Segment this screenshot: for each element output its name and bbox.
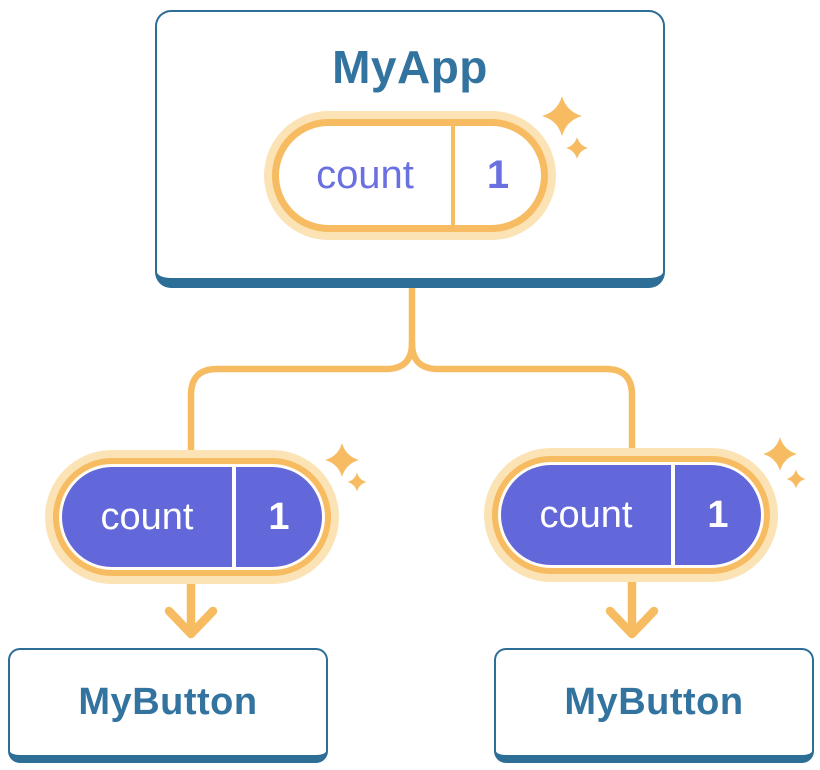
state-value: 1 [486,153,510,197]
state-pill-myapp: count 1 [264,111,556,240]
pill-divider [232,467,236,567]
mybutton-title: MyButton [78,681,258,723]
state-name: count [316,153,414,197]
pill-divider [451,126,455,225]
mybutton-title: MyButton [564,681,744,723]
connector-left-branch [187,283,416,456]
sparkle-icon [786,469,806,489]
prop-value: 1 [268,495,290,538]
prop-name: count [539,493,633,536]
prop-pill-core: count 1 [501,465,761,565]
down-arrow-right-icon [605,573,659,639]
myapp-title: MyApp [332,41,488,93]
prop-pill-left: count 1 [45,450,339,584]
sparkle-icon [347,472,367,492]
sparkle-icon [325,443,359,477]
prop-pill-right: count 1 [484,448,778,582]
state-pill-ring: count 1 [272,119,548,232]
down-arrow-left-icon [164,573,218,639]
prop-pill-core: count 1 [62,467,322,567]
prop-name: count [100,495,194,538]
prop-pill-ring: count 1 [53,458,331,576]
prop-value: 1 [707,493,729,536]
connector-right-branch [408,339,636,456]
mybutton-component-card-right: MyButton [494,648,814,763]
prop-pill-ring: count 1 [492,456,770,574]
pill-divider [671,465,675,565]
sparkle-icon [763,437,797,471]
mybutton-component-card-left: MyButton [8,648,328,763]
